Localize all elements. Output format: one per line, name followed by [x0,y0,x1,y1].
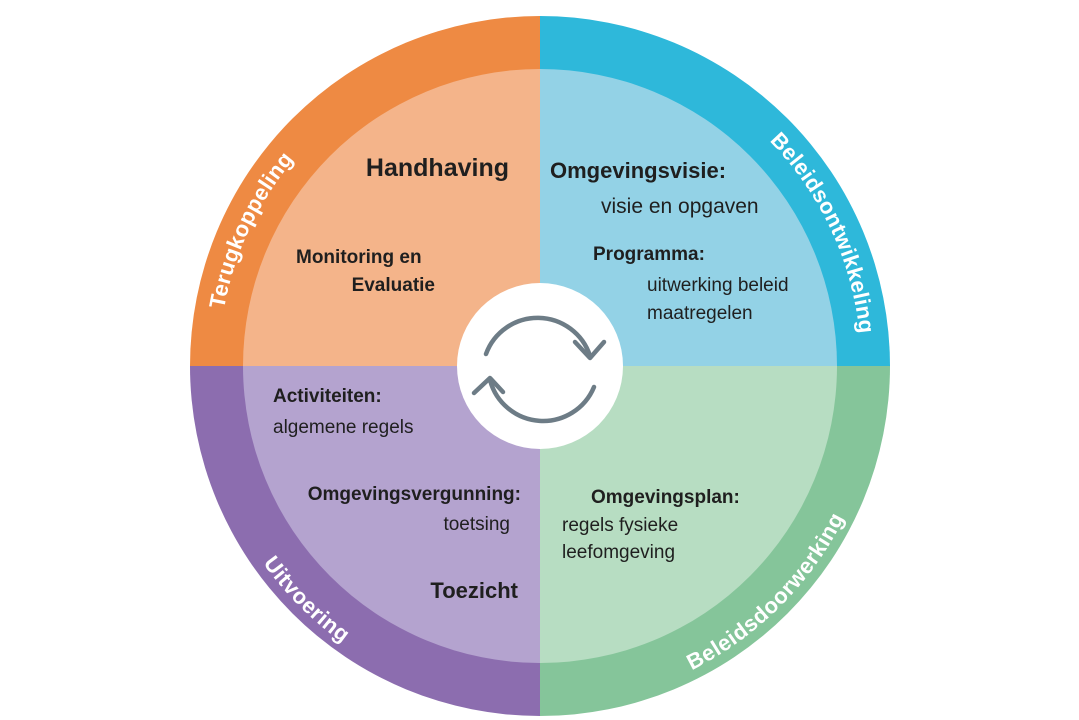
center-hub [457,283,623,449]
refresh-cycle-icon [471,315,607,424]
center-circle [457,283,623,449]
item-handhaving: Handhaving [366,154,509,182]
item-omgevingsplan-sub1: regels fysieke [562,515,678,536]
item-omgevingsvergunning-title: Omgevingsvergunning: [308,484,521,505]
quadrant-top-right [540,69,837,366]
item-programma-title: Programma: [593,244,705,265]
item-programma-sub2: maatregelen [647,303,753,324]
item-toezicht: Toezicht [430,578,518,603]
item-activiteiten-title: Activiteiten: [273,386,382,407]
item-omgevingsvisie-title: Omgevingsvisie: [550,158,726,183]
item-omgevingsvisie-sub: visie en opgaven [601,195,759,218]
quadrant-bottom-left-content: Activiteiten: algemene regels Omgevingsv… [273,386,521,603]
item-omgevingsvergunning-sub: toetsing [443,514,510,535]
quadrant-top-right-content: Omgevingsvisie: visie en opgaven Program… [550,158,789,324]
quadrant-top-left-content: Handhaving Monitoring en Evaluatie [296,154,509,296]
quadrant-bottom-left [243,366,540,663]
inner-disc [243,69,837,663]
item-omgevingsplan-title: Omgevingsplan: [591,487,740,508]
item-omgevingsplan-sub2: leefomgeving [562,542,675,563]
item-monitoring-line2: Evaluatie [352,275,435,296]
item-activiteiten-sub: algemene regels [273,417,413,438]
item-monitoring-line1: Monitoring en [296,247,422,268]
item-programma-sub1: uitwerking beleid [647,275,789,296]
quadrant-bottom-right [540,366,837,663]
quadrant-bottom-right-content: Omgevingsplan: regels fysieke leefomgevi… [562,487,740,563]
quadrant-top-left [243,69,540,366]
